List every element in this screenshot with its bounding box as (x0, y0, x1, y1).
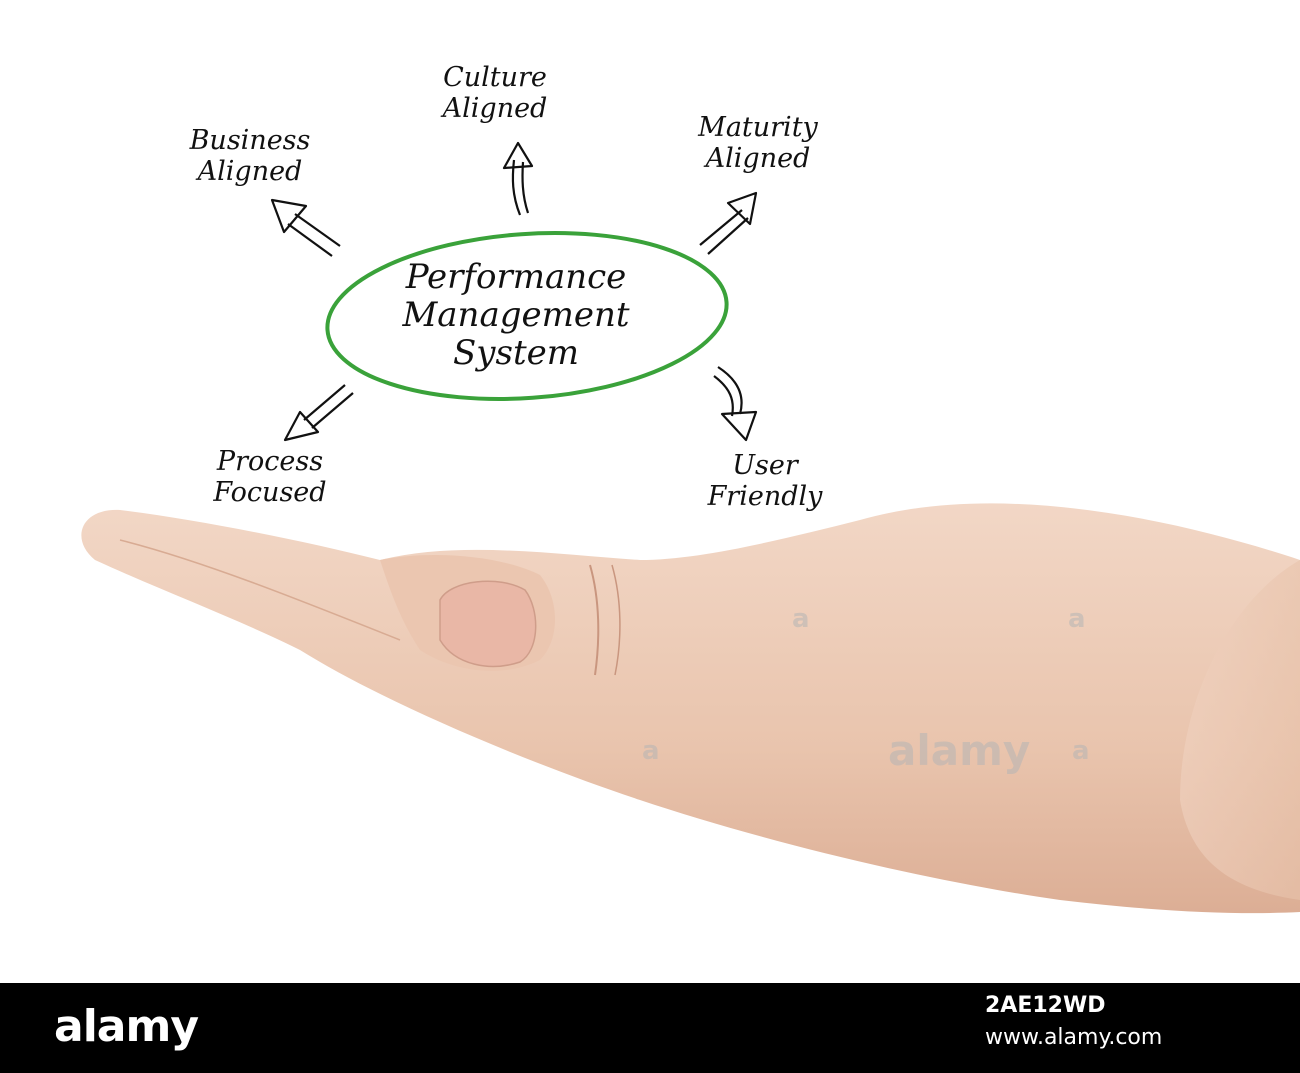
watermark-small-1: a (792, 604, 810, 634)
footer-url[interactable]: www.alamy.com (985, 1025, 1163, 1050)
center-ellipse (325, 231, 729, 401)
arrows (270, 141, 758, 442)
node-business-line-2: Aligned (197, 156, 303, 188)
hand-image (81, 503, 1300, 914)
node-culture: Culture Aligned (410, 62, 580, 124)
diagram-stage: Performance Management System Culture Al… (81, 62, 1300, 914)
finger-line (119, 539, 401, 641)
center-line-3: System (453, 333, 579, 374)
node-user-line-2: Friendly (707, 481, 823, 513)
watermark-large: alamy (888, 726, 1031, 775)
diagram-svg (81, 141, 1300, 914)
node-user: User Friendly (680, 450, 850, 512)
watermark-small-4: a (1072, 736, 1090, 766)
node-maturity: Maturity Aligned (668, 112, 848, 174)
palm-shape (81, 503, 1300, 914)
watermark-small-2: a (1068, 604, 1086, 634)
node-maturity-line-2: Aligned (705, 143, 811, 175)
node-user-line-1: User (732, 450, 798, 481)
arrow-business (270, 198, 341, 257)
node-process: Process Focused (185, 446, 355, 508)
node-process-line-2: Focused (213, 477, 327, 509)
node-business: Business Aligned (160, 125, 340, 187)
node-process-line-1: Process (216, 446, 324, 477)
arrow-culture (502, 141, 534, 216)
knuckle-crease-2 (611, 564, 621, 676)
arrow-maturity (699, 191, 758, 255)
knuckle-crease (589, 564, 600, 676)
arrow-user (713, 366, 758, 442)
node-culture-line-2: Aligned (442, 93, 548, 125)
center-line-1: Performance (405, 257, 627, 297)
node-maturity-line-1: Maturity (698, 112, 818, 143)
node-culture-line-1: Culture (443, 62, 547, 93)
center-label: Performance Management System (381, 258, 651, 372)
thumbnail (439, 580, 537, 668)
watermark-small-3: a (642, 736, 660, 766)
center-line-2: Management (402, 295, 630, 336)
footer-logo[interactable]: alamy (54, 1001, 199, 1052)
footer-image-id: 2AE12WD (985, 993, 1106, 1018)
arrow-process (283, 384, 354, 442)
node-business-line-1: Business (189, 125, 311, 156)
footer-bar: alamy 2AE12WD www.alamy.com (0, 983, 1300, 1073)
wrist-shape (1180, 560, 1300, 900)
